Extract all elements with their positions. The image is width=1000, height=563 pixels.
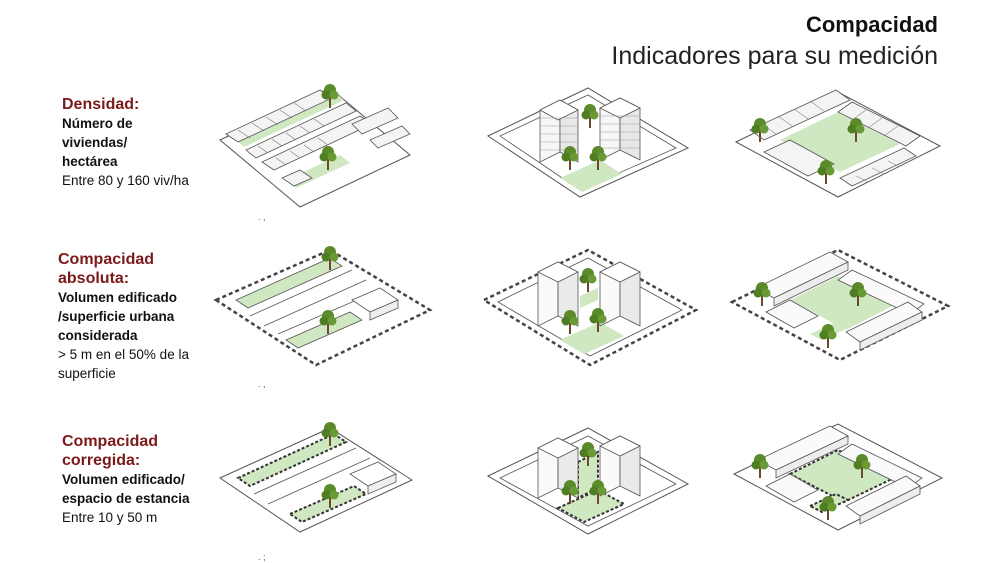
- page-subtitle: Indicadores para su medición: [611, 42, 938, 70]
- bold-compacidad-corregida: Volumen edificado/ espacio de estancia: [62, 472, 190, 506]
- diagram-corregida-towers: [486, 427, 690, 535]
- bold-densidad: Número de viviendas/ hectárea: [62, 116, 133, 169]
- plain-densidad: Entre 80 y 160 viv/ha: [62, 173, 189, 188]
- plain-compacidad-corregida: Entre 10 y 50 m: [62, 510, 158, 525]
- diagram-densidad-tract: [219, 83, 411, 208]
- bold-compacidad-absoluta: Volumen edificado /superficie urbana con…: [58, 290, 178, 343]
- diagram-corregida-tract: [218, 421, 414, 533]
- label-compacidad-corregida: Compacidad corregida: Volumen edificado/…: [62, 432, 212, 527]
- heading-compacidad-corregida: Compacidad corregida:: [62, 433, 159, 469]
- diagram-absoluta-tract: [213, 245, 433, 367]
- page-title: Compacidad: [805, 12, 938, 37]
- diagram-absoluta-block: [729, 248, 951, 362]
- tick-mark: . ;: [258, 552, 266, 562]
- label-compacidad-absoluta: Compacidad absoluta: Volumen edificado /…: [58, 250, 218, 383]
- plain-compacidad-absoluta: > 5 m en el 50% de la superficie: [58, 347, 189, 381]
- label-densidad: Densidad: Número de viviendas/ hectárea …: [62, 95, 212, 190]
- diagram-corregida-block: [732, 423, 944, 531]
- diagram-absoluta-towers: [481, 248, 699, 367]
- tick-mark: . ,: [258, 212, 266, 222]
- tick-mark: . ,: [258, 379, 266, 389]
- diagram-densidad-towers: [486, 87, 690, 198]
- heading-densidad: Densidad:: [62, 96, 140, 113]
- heading-compacidad-absoluta: Compacidad absoluta:: [58, 251, 155, 287]
- diagram-densidad-block: [734, 89, 942, 198]
